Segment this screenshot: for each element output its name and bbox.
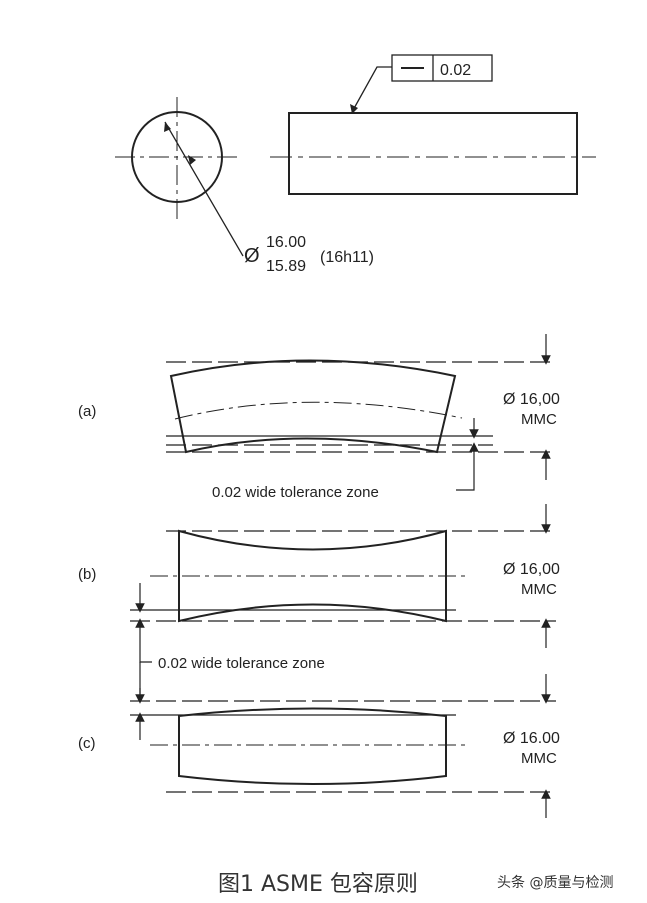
case-a-label: (a): [78, 403, 96, 420]
diameter-arrow-2: [188, 155, 196, 165]
flatness-arrow: [350, 104, 358, 114]
case-c: [130, 674, 556, 818]
flatness-value: 0.02: [440, 62, 471, 79]
case-a-mmc: MMC: [521, 411, 557, 428]
case-b-diameter: Ø 16,00: [503, 561, 560, 578]
side-view: [270, 66, 596, 195]
axis-a: [174, 401, 463, 420]
diameter-arrow-1: [164, 122, 171, 132]
case-b-mmc: MMC: [521, 581, 557, 598]
case-a: [166, 334, 556, 491]
diameter-upper: 16.00: [266, 234, 306, 251]
bent-part-a: [169, 359, 457, 454]
zone-b-leader: [139, 650, 152, 663]
side-view-rect: [288, 112, 578, 195]
case-b: [130, 504, 556, 700]
case-a-diameter: Ø 16,00: [503, 391, 560, 408]
barrel-part-c: [178, 707, 447, 785]
case-c-mmc: MMC: [521, 750, 557, 767]
feature-control-frame: 0.02: [391, 54, 493, 82]
case-b-label: (b): [78, 566, 96, 583]
watermark: 头条 @质量与检测: [497, 875, 614, 891]
zone-a-text: 0.02 wide tolerance zone: [212, 484, 379, 501]
zone-b-text: 0.02 wide tolerance zone: [158, 655, 325, 672]
case-c-diameter: Ø 16.00: [503, 730, 560, 747]
case-c-label: (c): [78, 735, 96, 752]
diameter-lower: 15.89: [266, 258, 306, 275]
end-view: [115, 97, 244, 257]
fit-code: (16h11): [320, 249, 374, 266]
figure-caption: 图1 ASME 包容原则: [218, 872, 418, 897]
diameter-symbol: Ø: [244, 245, 260, 267]
diameter-callout: Ø 16.00 15.89 (16h11): [244, 234, 374, 275]
zone-a-leader: [456, 466, 475, 491]
diameter-leader: [164, 121, 244, 257]
